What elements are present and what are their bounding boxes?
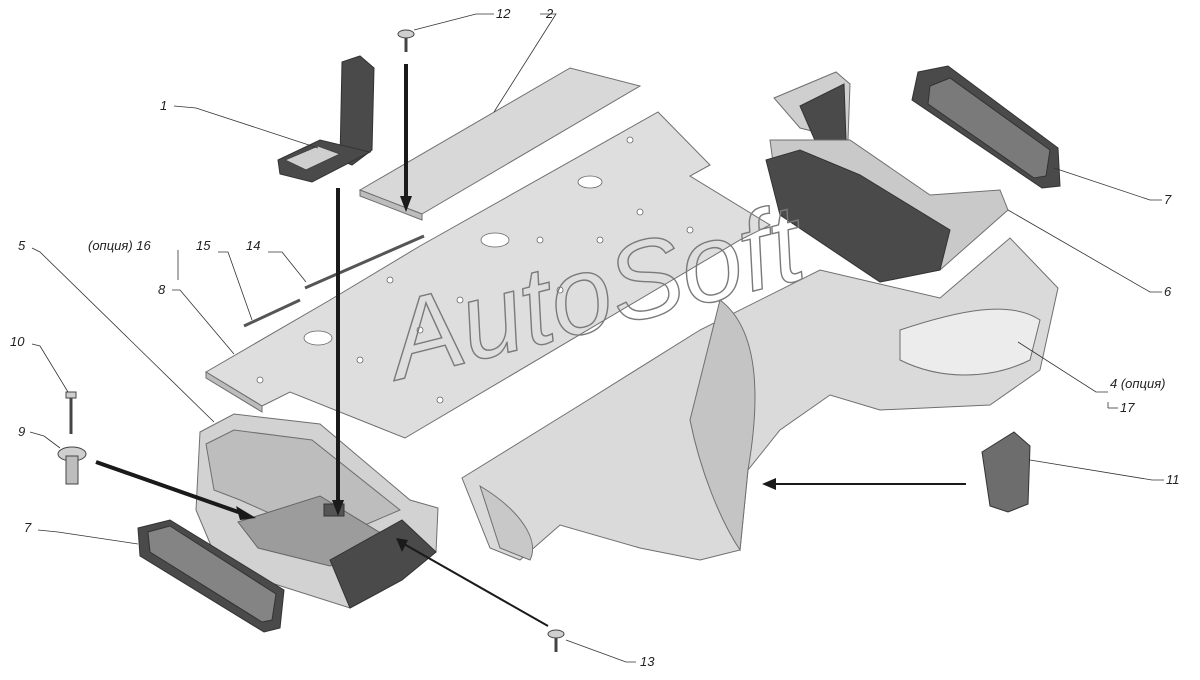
- callout-8: 8: [158, 282, 166, 297]
- callout-17: 17: [1120, 400, 1135, 415]
- callout-15: 15: [196, 238, 211, 253]
- callout-1: 1: [160, 98, 167, 113]
- callout-11: 11: [1166, 472, 1180, 487]
- callout-16: (опция) 16: [88, 238, 151, 253]
- callout-labels: 1 2 12 4 (опция) 17 5 6 7 7 8 (опция) 16…: [10, 6, 1180, 669]
- callout-2: 2: [545, 6, 554, 21]
- part-6-rear-trim: [765, 71, 1009, 283]
- callout-9: 9: [18, 424, 25, 439]
- callout-14: 14: [246, 238, 260, 253]
- leader-lines: [29, 13, 1164, 663]
- part-12-screw: [397, 29, 415, 52]
- part-5-front-tray: [195, 413, 439, 609]
- callout-7-right: 7: [1164, 192, 1172, 207]
- part-2-floor-panel: [358, 67, 642, 221]
- part-8-main-floor-mat: [205, 111, 772, 439]
- assembly-arrows: [95, 64, 966, 627]
- part-10-bolt: [65, 391, 77, 434]
- floor-mat-holes: [256, 136, 694, 404]
- part-15-strip: [243, 298, 301, 328]
- part-9-plug: [57, 446, 87, 485]
- part-14-strip: [304, 234, 425, 290]
- callout-10: 10: [10, 334, 25, 349]
- part-7-cover-right: [911, 65, 1061, 189]
- callout-4: 4 (опция): [1110, 376, 1166, 391]
- part-1-bracket: [277, 55, 375, 183]
- part-13-screw: [547, 629, 565, 652]
- part-11-foam-block: [981, 431, 1031, 513]
- callout-5: 5: [18, 238, 26, 253]
- callout-6: 6: [1164, 284, 1172, 299]
- part-4-floor-covering: [461, 237, 1059, 561]
- callout-7-left: 7: [24, 520, 32, 535]
- part-7-cover-left: [137, 519, 285, 633]
- callout-13: 13: [640, 654, 655, 669]
- callout-12: 12: [496, 6, 511, 21]
